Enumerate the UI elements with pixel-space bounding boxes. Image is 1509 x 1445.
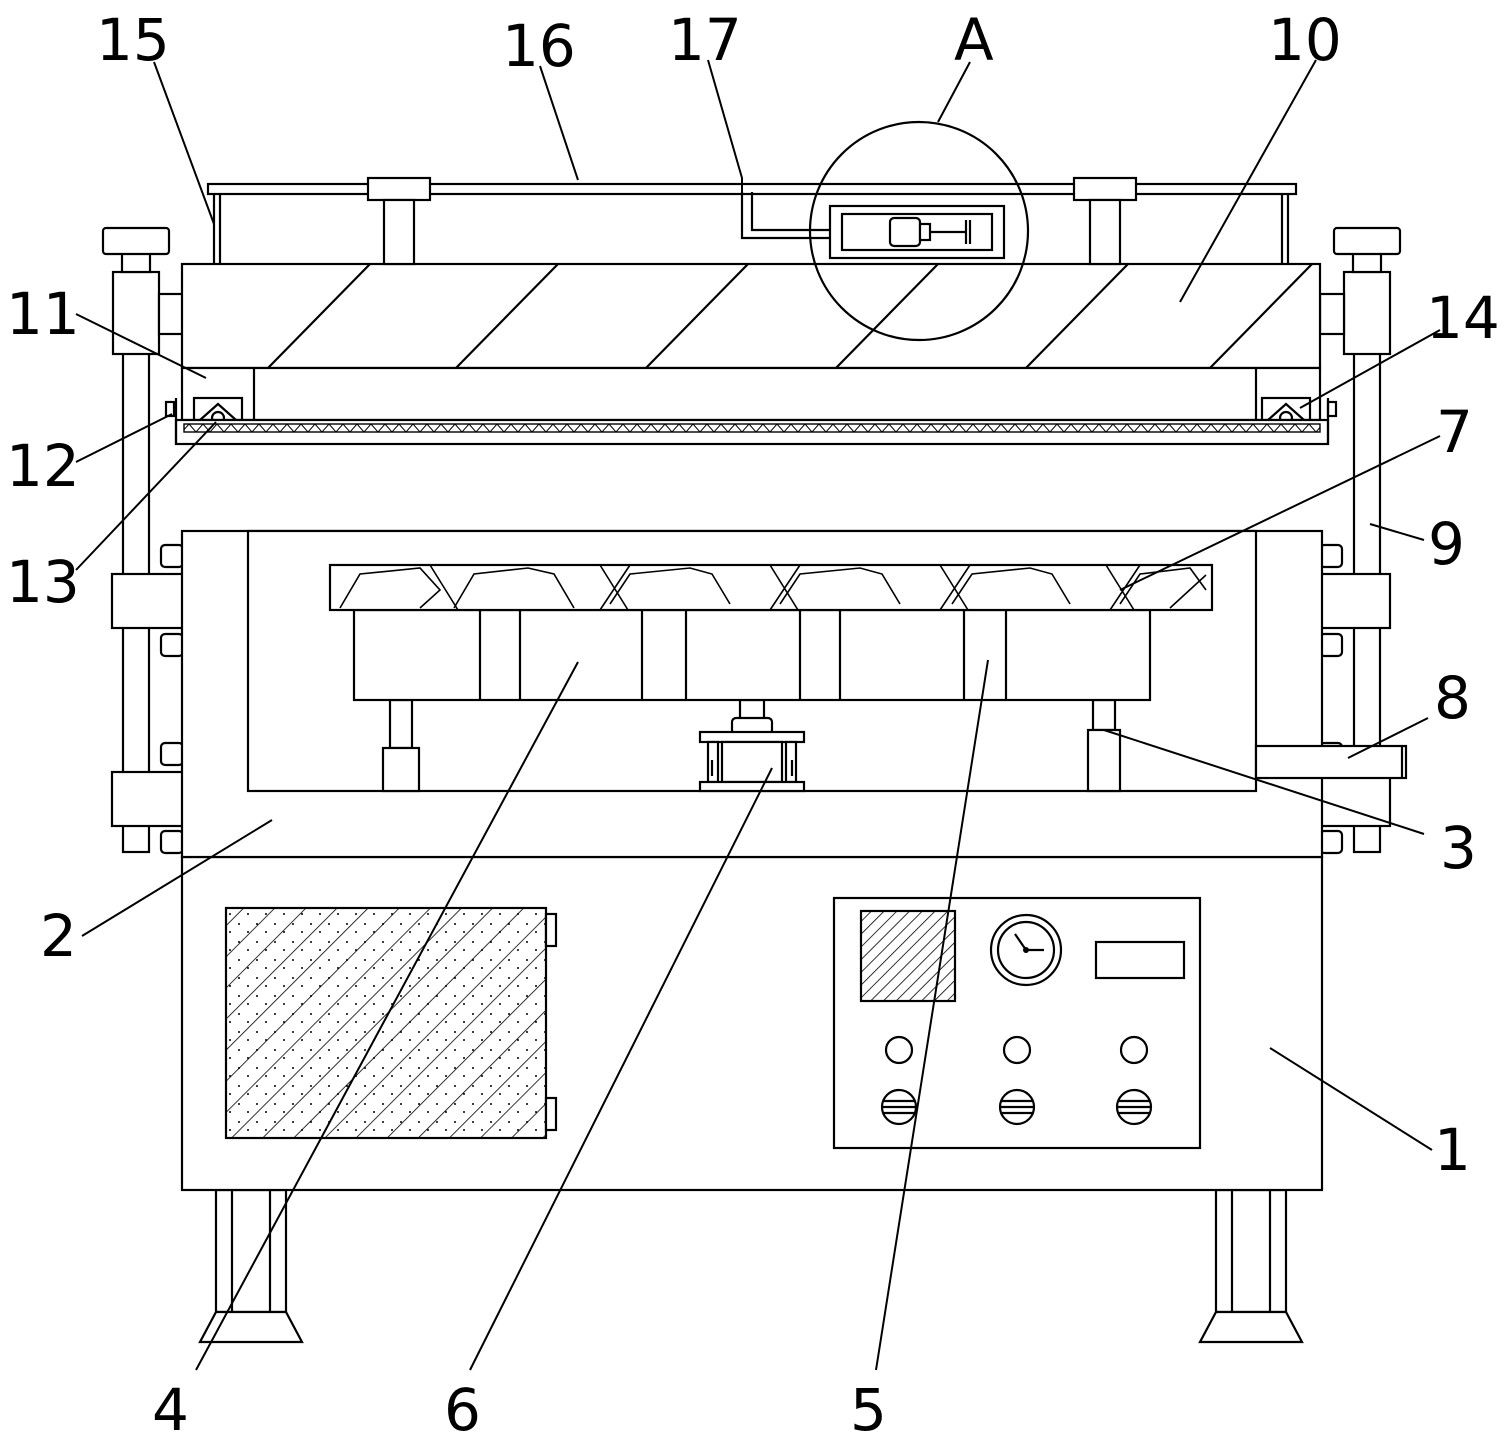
right-leg [1200, 1190, 1302, 1342]
callout-8: 8 [1434, 664, 1471, 732]
callout-3: 3 [1440, 814, 1477, 882]
callout-6: 6 [444, 1376, 481, 1444]
callout-7: 7 [1436, 398, 1473, 466]
cabinet-door [226, 908, 556, 1138]
left-guide-column [103, 228, 184, 853]
hex-plate [330, 565, 1212, 610]
callout-16: 16 [502, 12, 576, 80]
callout-14: 14 [1426, 284, 1500, 352]
callout-a: A [954, 6, 994, 74]
callout-10: 10 [1268, 6, 1342, 74]
callout-11: 11 [6, 280, 80, 348]
callout-17: 17 [668, 6, 742, 74]
outlet-pipe [1256, 746, 1406, 778]
callout-2: 2 [40, 902, 77, 970]
callout-13: 13 [6, 548, 80, 616]
control-panel [834, 898, 1200, 1148]
upper-heating-box [182, 264, 1320, 368]
upper-frame-11 [182, 368, 1320, 420]
callout-15: 15 [96, 6, 170, 74]
mould-tray [354, 610, 1150, 700]
callout-4: 4 [152, 1376, 189, 1444]
callout-5: 5 [850, 1376, 887, 1444]
callout-9: 9 [1428, 510, 1465, 578]
sensor-unit [742, 192, 1004, 258]
callout-1: 1 [1434, 1116, 1471, 1184]
callout-12: 12 [6, 432, 80, 500]
